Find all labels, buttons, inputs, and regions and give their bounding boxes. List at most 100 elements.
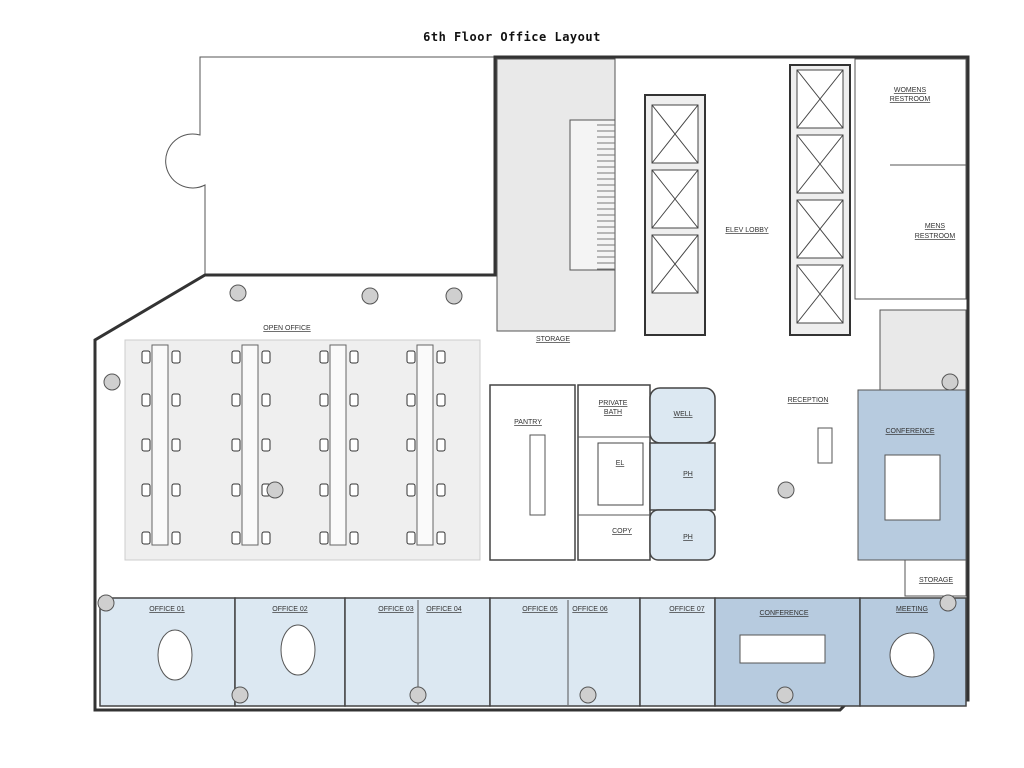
label-reception: RECEPTION [788,397,829,404]
column [361,287,379,305]
chair [261,350,271,364]
chair [319,438,329,452]
chair [436,393,446,407]
chair [171,483,181,497]
round-table [157,629,193,681]
column [231,686,249,704]
chair [406,350,416,364]
column [229,284,247,302]
label-el: EL [616,460,625,467]
upper-left-block [165,56,496,276]
conference-table [884,454,941,521]
chair [349,393,359,407]
phone-room-2 [649,509,716,561]
label-meeting: MEETING [896,606,928,613]
desk-spine [151,344,169,546]
chair [141,350,151,364]
phone-room-1 [649,442,716,511]
workstations [141,344,446,546]
el-room [597,442,644,506]
label-womens-1: WOMENS [894,87,927,94]
label-office-01: OFFICE 01 [149,606,185,613]
label-pantry: PANTRY [514,419,542,426]
elevator-x [651,234,699,294]
column [409,686,427,704]
chair [171,350,181,364]
chair [261,531,271,545]
chair [406,483,416,497]
label-conference-right: CONFERENCE [885,428,934,435]
chair [261,438,271,452]
chair [261,393,271,407]
chair [436,483,446,497]
chair [349,531,359,545]
column [97,594,115,612]
structural-columns [97,284,959,704]
chair [319,350,329,364]
chair [231,483,241,497]
label-mens-1: MENS [925,223,946,230]
label-ph-1: PH [683,471,693,478]
chair [349,483,359,497]
chair [319,531,329,545]
column [103,373,121,391]
perimeter-offices [99,597,967,707]
round-table [889,632,935,678]
chair [349,438,359,452]
storage-room-right [904,559,967,597]
label-office-02: OFFICE 02 [272,606,308,613]
elevator-x [796,134,844,194]
chair [171,531,181,545]
chair [231,531,241,545]
column [776,686,794,704]
label-office-06: OFFICE 06 [572,606,608,613]
chair [436,531,446,545]
column [777,481,795,499]
column [445,287,463,305]
round-table [280,624,316,676]
office-room [489,597,641,707]
chair [231,393,241,407]
chair [231,438,241,452]
column [579,686,597,704]
chair [141,393,151,407]
label-elev-lobby: ELEV LOBBY [725,227,769,234]
desk-spine [416,344,434,546]
label-ph-2: PH [683,534,693,541]
label-storage-top: STORAGE [536,336,570,343]
chair [141,438,151,452]
elevator-x [796,69,844,129]
conference-table [739,634,826,664]
chair [319,483,329,497]
chair [141,483,151,497]
restrooms [854,58,967,300]
office-room [639,597,716,707]
label-office-04: OFFICE 04 [426,606,462,613]
reception-desk [817,427,833,464]
label-womens-2: RESTROOM [890,96,931,103]
chair [406,531,416,545]
label-conference-bottom: CONFERENCE [759,610,808,617]
label-mens-2: RESTROOM [915,233,956,240]
elevator-x [651,169,699,229]
label-private-2: BATH [604,409,622,416]
label-storage-right: STORAGE [919,577,953,584]
label-private-1: PRIVATE [599,400,628,407]
label-open-office: OPEN OFFICE [263,325,311,332]
label-office-07: OFFICE 07 [669,606,705,613]
chair [171,393,181,407]
column [941,373,959,391]
elevator-x [796,264,844,324]
chair [171,438,181,452]
chair [436,438,446,452]
label-office-05: OFFICE 05 [522,606,558,613]
elevator-x [651,104,699,164]
label-well: WELL [673,411,692,418]
label-office-03: OFFICE 03 [378,606,414,613]
chair [349,350,359,364]
column [266,481,284,499]
stair-treads [597,124,615,270]
chair [406,438,416,452]
chair [406,393,416,407]
